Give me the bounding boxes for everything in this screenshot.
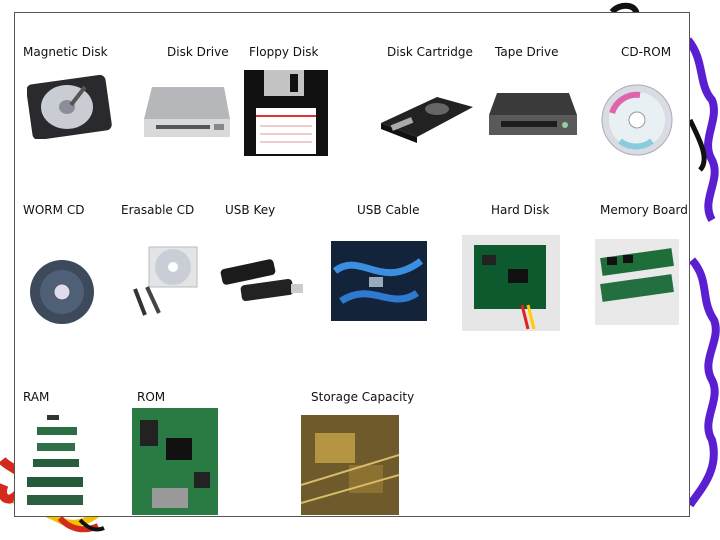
label-storage-capacity: Storage Capacity	[311, 390, 415, 404]
disk-cartridge-image	[377, 83, 475, 145]
label-tape-drive: Tape Drive	[495, 45, 559, 59]
rom-image	[132, 408, 218, 515]
label-memory-board: Memory Board	[600, 203, 688, 217]
label-worm-cd: WORM CD	[23, 203, 85, 217]
memory-board-image	[595, 239, 679, 325]
magnetic-disk-image	[27, 71, 117, 139]
hard-disk-image	[462, 235, 560, 331]
label-usb-key: USB Key	[225, 203, 276, 217]
label-hard-disk: Hard Disk	[491, 203, 550, 217]
storage-capacity-image	[301, 415, 399, 515]
erasable-cd-image	[127, 241, 201, 317]
label-cd-rom: CD-ROM	[621, 45, 672, 59]
tape-drive-image	[487, 85, 579, 145]
label-disk-drive: Disk Drive	[167, 45, 229, 59]
usb-key-image	[211, 256, 305, 306]
cd-rom-image	[600, 83, 674, 157]
label-erasable-cd: Erasable CD	[121, 203, 195, 217]
usb-cable-image	[331, 241, 427, 321]
label-usb-cable: USB Cable	[357, 203, 420, 217]
slide-frame: Magnetic Disk Disk Drive Floppy Disk Dis…	[14, 12, 690, 517]
label-magnetic-disk: Magnetic Disk	[23, 45, 108, 59]
label-rom: ROM	[137, 390, 166, 404]
worm-cd-image	[29, 251, 95, 333]
label-disk-cartridge: Disk Cartridge	[387, 45, 473, 59]
label-ram: RAM	[23, 390, 50, 404]
ram-image	[23, 413, 89, 513]
floppy-disk-image	[244, 70, 328, 156]
disk-drive-image	[140, 81, 232, 143]
label-floppy-disk: Floppy Disk	[249, 45, 319, 59]
